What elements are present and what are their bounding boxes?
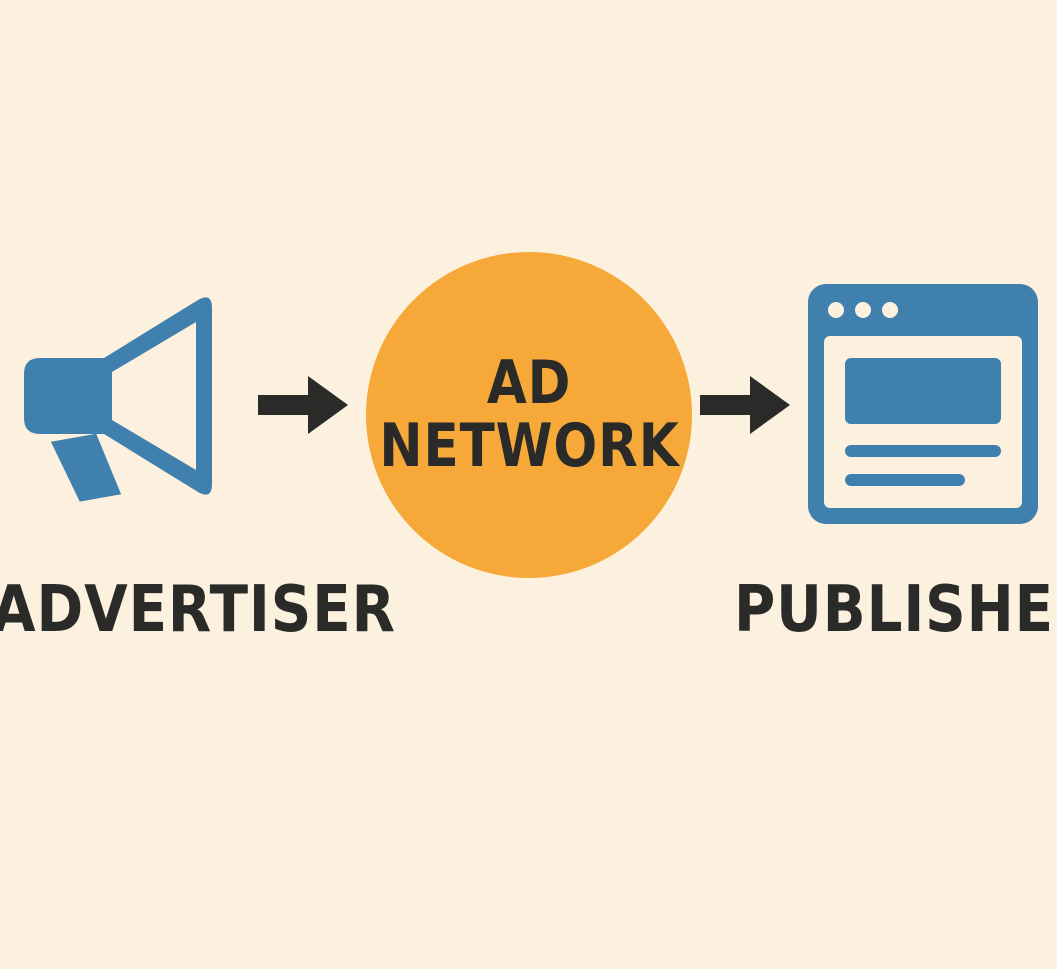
publisher-label: PUBLISHER [734,573,1057,647]
advertiser-label: ADVERTISER [0,573,396,647]
browser-text-line [845,474,965,486]
browser-dot [882,302,898,318]
browser-window-icon [808,284,1038,524]
browser-dot [855,302,871,318]
megaphone-icon [22,292,218,504]
megaphone-handle [50,433,122,502]
ad-network-line2: NETWORK [378,411,680,481]
browser-dot [828,302,844,318]
ad-network-line1: AD [486,348,572,418]
browser-text-line [845,445,1001,457]
ad-network-node: AD NETWORK [366,252,692,578]
browser-banner-block [845,358,1001,424]
arrow-right-icon [700,374,792,440]
megaphone-cone-inner [112,322,196,470]
arrow-right-icon [258,374,350,440]
